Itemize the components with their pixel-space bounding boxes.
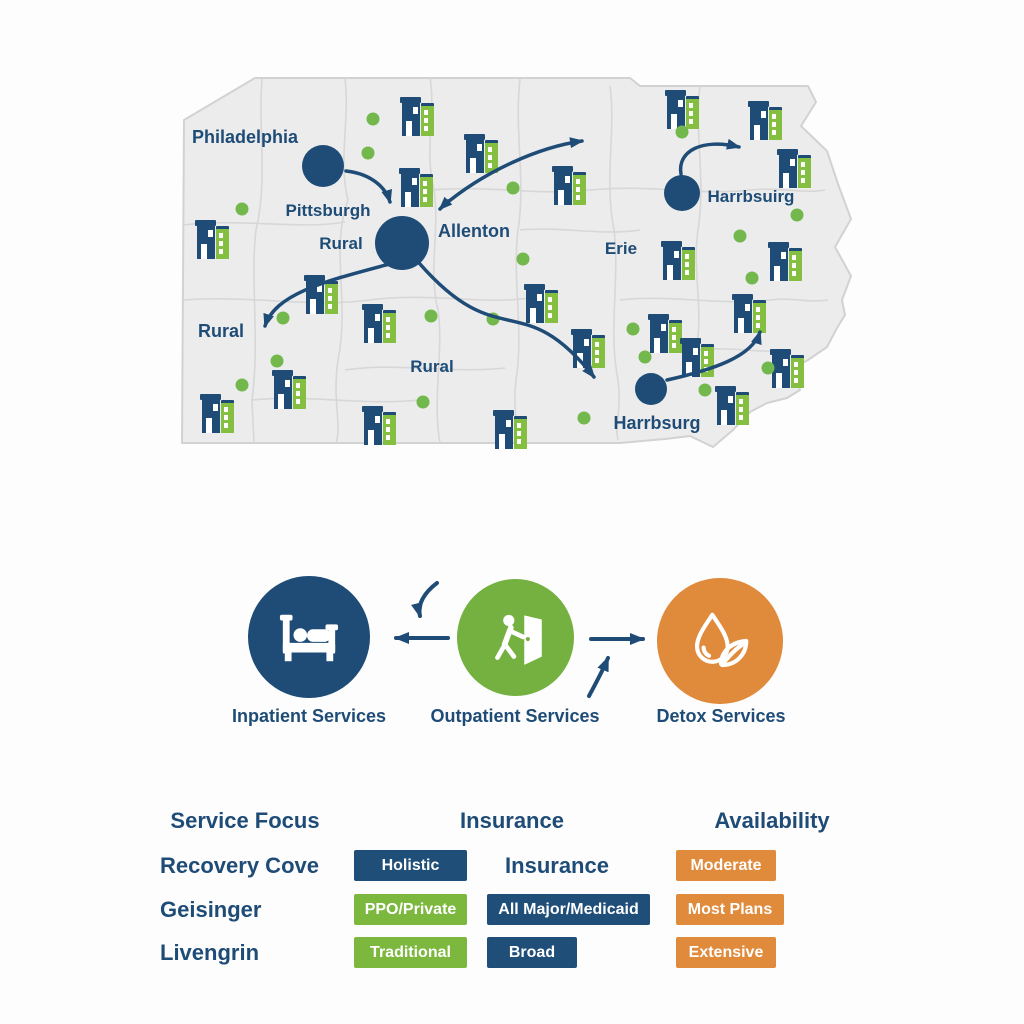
green-dot <box>506 181 520 195</box>
detox-circle <box>657 578 783 704</box>
arrow-allenton-harrisburg-south <box>418 262 596 379</box>
bed-icon <box>279 614 339 662</box>
label-erie: Erie <box>605 239 637 258</box>
label-rural-1: Rural <box>319 234 362 253</box>
green-dot <box>516 252 530 266</box>
green-dot <box>577 411 591 425</box>
badge-holistic: Holistic <box>354 850 467 881</box>
arrow-allenton-rural <box>263 260 399 328</box>
badge-extensive: Extensive <box>676 937 776 968</box>
green-dot <box>698 383 712 397</box>
green-dot <box>733 229 747 243</box>
green-dot <box>424 309 438 323</box>
pennsylvania-map: Philadelphia Pittsburgh Rural Allenton E… <box>181 77 852 449</box>
badge-ppo-private: PPO/Private <box>354 894 467 925</box>
county-borders <box>183 77 829 444</box>
arrow-curve-down-left <box>411 581 439 618</box>
green-dot <box>761 361 775 375</box>
green-dot <box>235 202 249 216</box>
arrow-curve-up-right <box>587 656 610 698</box>
label-philadelphia: Philadelphia <box>192 127 299 147</box>
badge-all-major-medicaid: All Major/Medicaid <box>487 894 650 925</box>
row-name-recovery-cove: Recovery Cove <box>160 853 319 878</box>
badge-broad: Broad <box>487 937 577 968</box>
green-dot <box>361 146 375 160</box>
label-harrisburg-south: Harrbsurg <box>613 413 700 433</box>
green-dot <box>745 271 759 285</box>
inpatient-circle <box>248 576 370 698</box>
green-dot <box>276 311 290 325</box>
arrow-allenton-northeast <box>441 137 584 208</box>
outpatient-circle <box>457 579 574 696</box>
arrow-northeast-allenton <box>438 196 453 211</box>
label-rural-west: Rural <box>198 321 244 341</box>
label-pittsburgh: Pittsburgh <box>286 201 371 220</box>
label-harrisburg-north: Harrbsuirg <box>708 187 795 206</box>
green-dot <box>626 322 640 336</box>
hub-philadelphia <box>302 145 344 187</box>
arrow-philadelphia-allenton <box>344 169 392 204</box>
city-labels: Philadelphia Pittsburgh Rural Allenton E… <box>192 127 794 433</box>
network-arrows <box>263 137 762 382</box>
green-dot <box>270 354 284 368</box>
row-name-livengrin: Livengrin <box>160 940 260 965</box>
city-hubs <box>302 145 700 405</box>
badge-traditional: Traditional <box>354 937 467 968</box>
hub-harrisburg-south <box>635 373 667 405</box>
green-dot <box>235 378 249 392</box>
badge-moderate: Moderate <box>676 850 776 881</box>
green-dot <box>416 395 430 409</box>
badge-most-plans: Most Plans <box>676 894 784 925</box>
detox-label: Detox Services <box>656 706 786 726</box>
inpatient-label: Inpatient Services <box>231 706 387 726</box>
hub-allenton <box>375 216 429 270</box>
green-dot <box>675 125 689 139</box>
arrow-harrisburg-east <box>678 138 741 176</box>
outpatient-label: Outpatient Services <box>430 706 600 726</box>
header-service-focus: Service Focus <box>170 808 320 833</box>
walking-person-door-icon <box>494 614 542 665</box>
green-dot <box>366 112 380 126</box>
header-insurance: Insurance <box>460 808 564 833</box>
label-rural-center: Rural <box>410 357 453 376</box>
water-drop-leaf-icon <box>694 612 749 668</box>
cell-insurance-text: Insurance <box>505 853 609 878</box>
row-name-geisinger: Geisinger <box>160 897 262 922</box>
green-dot <box>638 350 652 364</box>
arrow-harrisburg-south-up <box>665 330 762 382</box>
green-dot <box>790 208 804 222</box>
header-availability: Availability <box>714 808 830 833</box>
label-allenton: Allenton <box>438 221 510 241</box>
hub-harrisburg-north <box>664 175 700 211</box>
